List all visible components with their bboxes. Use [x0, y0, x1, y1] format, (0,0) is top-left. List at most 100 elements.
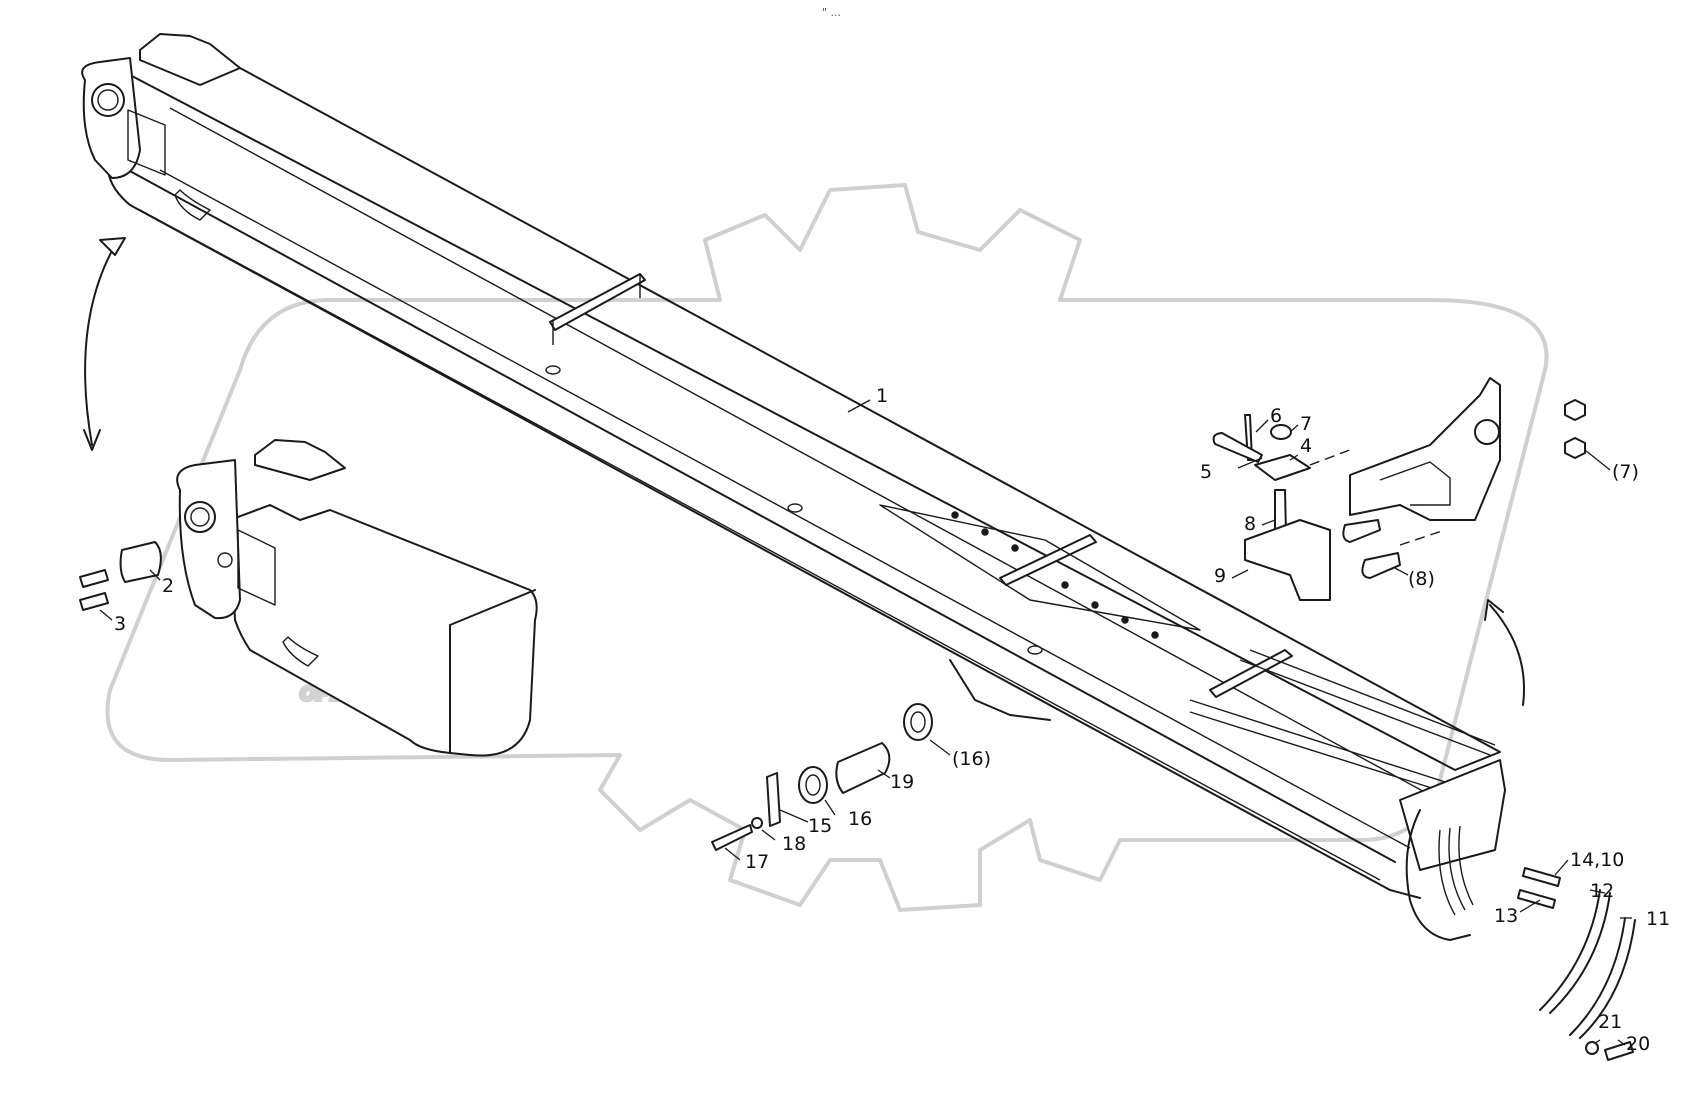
- pin-part-19: [835, 742, 891, 794]
- detail-side-plate: [176, 459, 241, 620]
- wear-strips: [1517, 867, 1636, 1061]
- label-part-5: 5: [1200, 461, 1212, 483]
- hole: [1121, 616, 1129, 624]
- label-part-1: 1: [876, 385, 888, 407]
- leader-lines: [99, 399, 1632, 1046]
- leader: [877, 769, 891, 779]
- detail-cap: [254, 439, 346, 481]
- leader: [1237, 457, 1263, 469]
- label-part-3: 3: [114, 613, 126, 635]
- bracket-hole: [1474, 419, 1500, 445]
- label-part-9: 9: [1214, 565, 1226, 587]
- nut-part-7c: [1564, 437, 1586, 459]
- label-part-2: 2: [162, 575, 174, 597]
- bracket-plate-inner: [1379, 461, 1451, 506]
- curved-arrow-left-head: [99, 237, 126, 256]
- label-part-19: 19: [890, 771, 914, 793]
- leader: [1261, 519, 1276, 526]
- boom-head-pin-hole: [91, 83, 125, 117]
- leader: [724, 847, 741, 861]
- label-part-4: 4: [1300, 435, 1312, 457]
- hidden-line: [1309, 447, 1446, 546]
- leader: [1554, 859, 1569, 876]
- part-labels: 1 2 3 4 5 6 7 8 9 (7) (8) (16) 19 16 15 …: [114, 385, 1670, 1055]
- label-part-20: 20: [1626, 1033, 1650, 1055]
- boom-tip-cradle: [1405, 809, 1471, 941]
- clamp-part-4: [1254, 454, 1311, 481]
- hole: [1091, 601, 1099, 609]
- washer-part-16b: [903, 703, 933, 741]
- leader: [761, 829, 776, 841]
- label-part-6: 6: [1270, 405, 1282, 427]
- hole: [1061, 581, 1069, 589]
- nut-part-7b: [1564, 399, 1586, 421]
- leader: [1589, 889, 1606, 894]
- detail-small-hole: [217, 552, 233, 568]
- boom-side-line-2: [159, 169, 1411, 849]
- label-part-16: 16: [848, 808, 872, 830]
- washer-part-16-inner: [805, 774, 821, 796]
- detail-window: [237, 529, 276, 606]
- leader: [1394, 567, 1409, 576]
- boom-oval-hole-3: [1027, 645, 1043, 655]
- strip-part-13: [1517, 889, 1556, 909]
- leader: [1289, 454, 1299, 461]
- curved-strip-part-12: [1539, 889, 1611, 1014]
- boom-head-plate: [81, 57, 141, 179]
- label-part-13: 13: [1494, 905, 1518, 927]
- boom-head-slot: [174, 189, 211, 221]
- hole: [981, 528, 989, 536]
- label-part-16-ref: (16): [952, 748, 991, 770]
- detail-body: [229, 504, 538, 757]
- bolt-part-8b: [1342, 519, 1381, 543]
- bolt-part-17: [711, 824, 753, 851]
- pin-part-5: [1212, 432, 1263, 463]
- block-part-9: [1244, 519, 1331, 601]
- label-part-14-10: 14,10: [1570, 849, 1624, 871]
- leader: [1255, 419, 1269, 433]
- boom-oval-hole-1: [545, 365, 561, 375]
- main-boom: [81, 33, 1506, 941]
- label-part-15: 15: [808, 815, 832, 837]
- washer-part-21: [1585, 1041, 1599, 1055]
- leader: [1231, 569, 1249, 579]
- boom-side-line-1: [169, 107, 1431, 796]
- bracket-plate: [1349, 377, 1501, 521]
- bracket-assembly: [1212, 377, 1586, 601]
- boom-hole-plate: [879, 504, 1201, 631]
- label-part-12: 12: [1590, 880, 1614, 902]
- detail-face-edge: [449, 589, 536, 754]
- boom-head-cap: [139, 33, 241, 86]
- label-part-7: 7: [1300, 413, 1312, 435]
- label-part-8: 8: [1244, 513, 1256, 535]
- boom-oval-hole-2: [787, 503, 803, 513]
- label-part-8-ref: (8): [1408, 568, 1435, 590]
- boom-head-window: [127, 109, 166, 176]
- leader: [149, 569, 161, 581]
- plate-part-15: [766, 772, 781, 827]
- detail-head-view: [79, 439, 538, 757]
- label-part-18: 18: [782, 833, 806, 855]
- curved-strip-part-11: [1569, 917, 1636, 1039]
- hole: [1151, 631, 1159, 639]
- leader: [99, 609, 113, 621]
- leader: [1617, 1039, 1626, 1046]
- leader: [1584, 449, 1611, 471]
- leader: [779, 809, 809, 823]
- boom-crossbar-3: [1209, 649, 1293, 698]
- boom-lower-bracket: [949, 659, 1051, 721]
- grease-fitting-part-3b: [79, 592, 109, 611]
- boom-holes: [951, 511, 1159, 639]
- detail-pin-hole-inner: [190, 507, 210, 527]
- hole: [951, 511, 959, 519]
- leader: [847, 399, 871, 413]
- curved-arrow-right: [1484, 599, 1525, 706]
- washer-part-16b-inner: [910, 711, 926, 733]
- bolt-part-20: [1604, 1041, 1634, 1061]
- leader: [824, 799, 836, 816]
- leader: [929, 739, 951, 756]
- label-part-17: 17: [745, 851, 769, 873]
- nut-part-7: [1270, 424, 1292, 440]
- boom-bottom-edge: [139, 209, 1381, 881]
